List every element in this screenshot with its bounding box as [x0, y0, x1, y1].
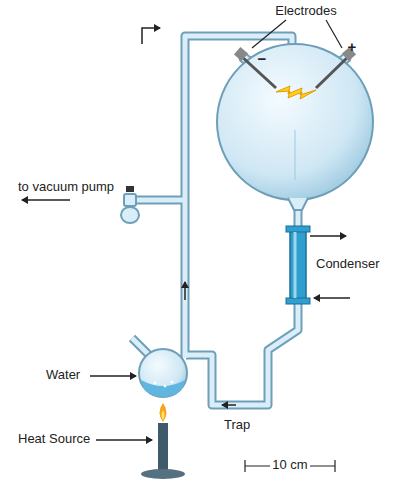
- part-label: Heat Source: [18, 432, 90, 447]
- part-label: to vacuum pump: [18, 180, 114, 195]
- part-label: Condenser: [316, 257, 380, 272]
- polarity-sign: +: [348, 38, 357, 55]
- part-label: Trap: [224, 418, 250, 433]
- polarity-sign: −: [258, 50, 267, 67]
- part-label: Electrodes: [275, 4, 336, 19]
- part-label: Water: [46, 368, 80, 383]
- dimension: 10 cm: [270, 458, 309, 473]
